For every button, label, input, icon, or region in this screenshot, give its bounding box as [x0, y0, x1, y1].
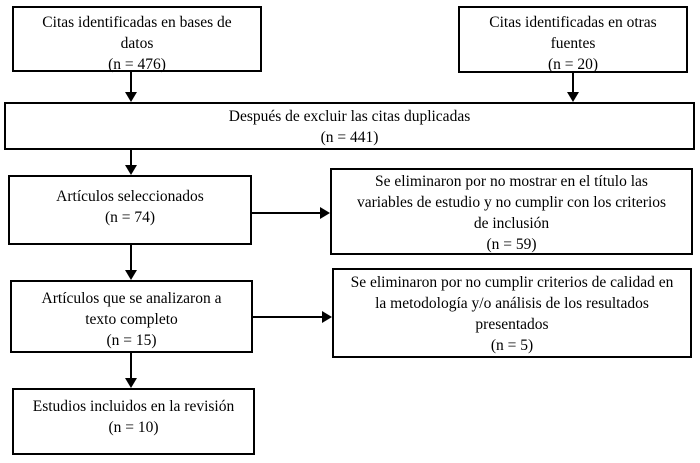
box-text-line: Se eliminaron por no cumplir criterios d… — [350, 274, 674, 291]
box-count: (n = 20) — [547, 56, 599, 73]
box-text-line: Estudios incluidos en la revisión — [32, 398, 235, 415]
box-text-line: Artículos seleccionados — [56, 188, 204, 205]
box-count: (n = 476) — [108, 56, 166, 73]
box-text-line: texto completo — [85, 311, 178, 328]
box-text-line: Artículos que se analizaron a — [41, 290, 222, 307]
arrow-other-sources-to-dedup — [572, 73, 574, 94]
arrow-selected-to-excluded — [252, 212, 322, 214]
arrow-fulltext-to-excluded — [253, 316, 324, 318]
box-text-line: la metodología y/o análisis de los resul… — [375, 295, 649, 312]
box-count: (n = 441) — [320, 129, 379, 146]
box-text-line: Citas identificadas en bases de — [42, 14, 232, 31]
arrow-databases-to-dedup — [130, 72, 132, 94]
arrow-dedup-to-selected — [130, 150, 132, 167]
box-excluded-by-quality: Se eliminaron por no cumplir criterios d… — [332, 268, 692, 358]
arrowhead-down-icon — [125, 165, 137, 175]
box-identified-databases: Citas identificadas en bases de datos (n… — [12, 6, 262, 73]
box-count: (n = 15) — [106, 332, 157, 349]
box-count: (n = 5) — [490, 337, 534, 354]
box-excluded-by-title: Se eliminaron por no mostrar en el títul… — [330, 168, 693, 255]
arrow-selected-to-fulltext — [130, 245, 132, 272]
arrow-fulltext-to-included — [130, 353, 132, 380]
box-text-line: datos — [120, 35, 154, 52]
box-text-line: presentados — [475, 316, 549, 333]
box-text-line: Se eliminaron por no mostrar en el títul… — [375, 173, 648, 190]
box-count: (n = 10) — [108, 419, 159, 436]
arrowhead-down-icon — [567, 92, 579, 102]
box-after-duplicates-excluded: Después de excluir las citas duplicadas … — [4, 102, 695, 150]
arrowhead-down-icon — [125, 270, 137, 280]
box-selected-articles: Artículos seleccionados (n = 74) — [8, 175, 252, 245]
arrowhead-right-icon — [320, 207, 330, 219]
box-identified-other-sources: Citas identificadas en otras fuentes (n … — [458, 6, 688, 73]
box-text-line: fuentes — [550, 35, 596, 52]
box-text-line: Citas identificadas en otras — [489, 14, 657, 31]
box-text-line: de inclusión — [473, 215, 550, 232]
box-included-studies: Estudios incluidos en la revisión (n = 1… — [12, 388, 255, 455]
box-count: (n = 74) — [104, 209, 156, 226]
box-fulltext-analyzed: Artículos que se analizaron a texto comp… — [10, 280, 253, 353]
box-text-line: variables de estudio y no cumplir con lo… — [356, 194, 667, 211]
box-count: (n = 59) — [486, 236, 537, 253]
box-text-line: Después de excluir las citas duplicadas — [228, 108, 471, 125]
arrowhead-down-icon — [125, 378, 137, 388]
arrowhead-down-icon — [125, 92, 137, 102]
arrowhead-right-icon — [322, 311, 332, 323]
